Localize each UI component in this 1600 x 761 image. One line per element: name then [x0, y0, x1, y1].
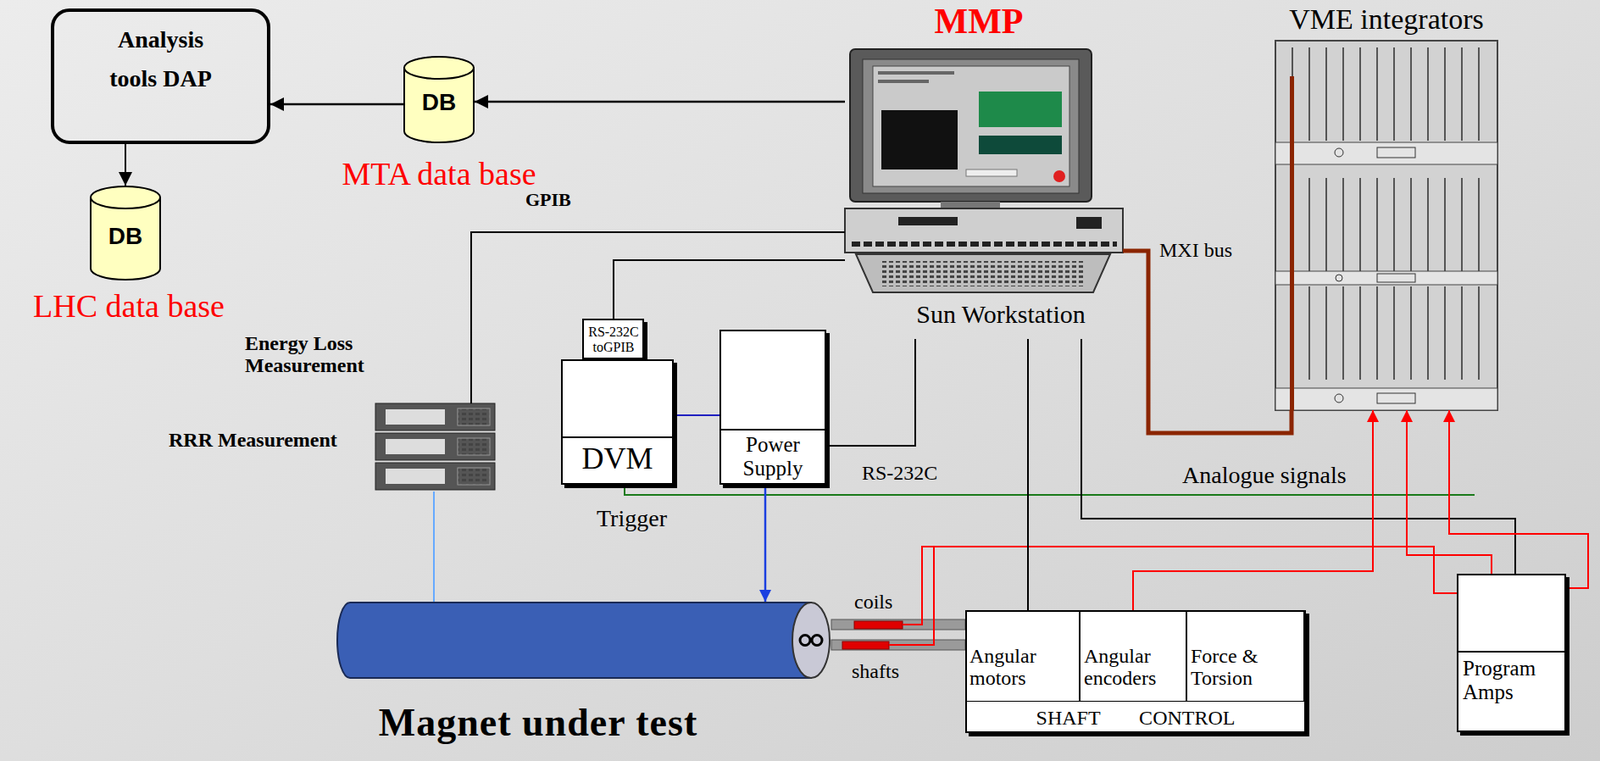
connector	[1133, 410, 1373, 611]
connector	[1081, 338, 1516, 574]
database-cylinder: DBLHC data base	[89, 185, 162, 281]
magnet-cylinder	[336, 601, 832, 679]
edge-label: MXI bus	[1159, 238, 1233, 262]
connector	[474, 100, 845, 104]
connector	[433, 491, 435, 602]
box-divider	[1458, 575, 1568, 734]
instrument-stack	[375, 403, 495, 490]
node-heading: Sun Workstation	[861, 300, 1140, 328]
node-label: MMP	[911, 1, 1047, 41]
node-label: Analysis tools DAP	[96, 20, 225, 99]
device-pictures	[567, 337, 1555, 636]
workstation-picture	[844, 49, 1123, 293]
connector	[673, 414, 720, 417]
node-label: DB	[403, 89, 475, 117]
signal-label: Trigger	[596, 505, 667, 533]
control-cell: Force & Torsion	[1186, 610, 1305, 702]
node-label: Magnet under test	[300, 701, 776, 745]
node-label: Angular motors	[969, 644, 1075, 690]
edge-label: GPIB	[525, 189, 572, 211]
node-heading: RRR Measurement	[168, 428, 339, 451]
power-supply-box: Power Supply	[719, 329, 827, 485]
part-label: shafts	[851, 660, 900, 683]
database-cylinder: DBMTA data base	[403, 55, 475, 144]
connector	[124, 144, 127, 186]
trigger-wire	[624, 484, 1475, 495]
magnet: Magnet under test	[336, 601, 832, 679]
node-label: Program Amps	[1462, 656, 1558, 704]
connector	[1406, 410, 1492, 574]
node-label: Energy Loss Measurement	[244, 332, 432, 378]
measurement-instruments: Energy Loss MeasurementRRR Measurement	[375, 403, 495, 492]
connector	[1027, 338, 1029, 611]
connector	[764, 484, 767, 602]
node-heading: MTA data base	[324, 156, 554, 193]
amplifier-box: Program Amps	[1456, 573, 1567, 733]
converter-box: RS-232C toGPIB	[582, 318, 645, 360]
part-label: coils	[854, 590, 893, 613]
control-cell: Angular encoders	[1079, 610, 1187, 702]
node-label: DVM	[562, 442, 673, 477]
node-label: SHAFT CONTROL	[966, 706, 1305, 729]
connector	[613, 260, 845, 319]
shaft-control-box: SHAFT CONTROL Angular motorsAngular encod…	[965, 610, 1306, 734]
connector	[1122, 250, 1292, 434]
dvm-box: DVM	[561, 359, 674, 485]
node-label: Power Supply	[727, 433, 818, 480]
node-label: Force & Torsion	[1190, 644, 1300, 690]
signal-label: Analogue signals	[1182, 462, 1347, 489]
connector	[270, 103, 404, 106]
node-label: VME integrators	[1262, 3, 1511, 35]
edge-label: RS-232C	[861, 461, 938, 484]
control-cell: Angular motors	[965, 610, 1080, 702]
vme-crate-picture	[1275, 40, 1498, 411]
node-label: DB	[89, 223, 162, 250]
workstation: MMPSun Workstation	[844, 45, 1123, 339]
tool-box: Analysis tools DAP	[50, 8, 271, 145]
vme-crate: VME integrators	[1275, 40, 1498, 411]
connector	[826, 338, 916, 446]
node-label: Angular encoders	[1083, 644, 1183, 690]
connector	[1449, 410, 1589, 589]
node-label: RS-232C toGPIB	[585, 324, 642, 355]
node-heading: LHC data base	[10, 288, 248, 325]
